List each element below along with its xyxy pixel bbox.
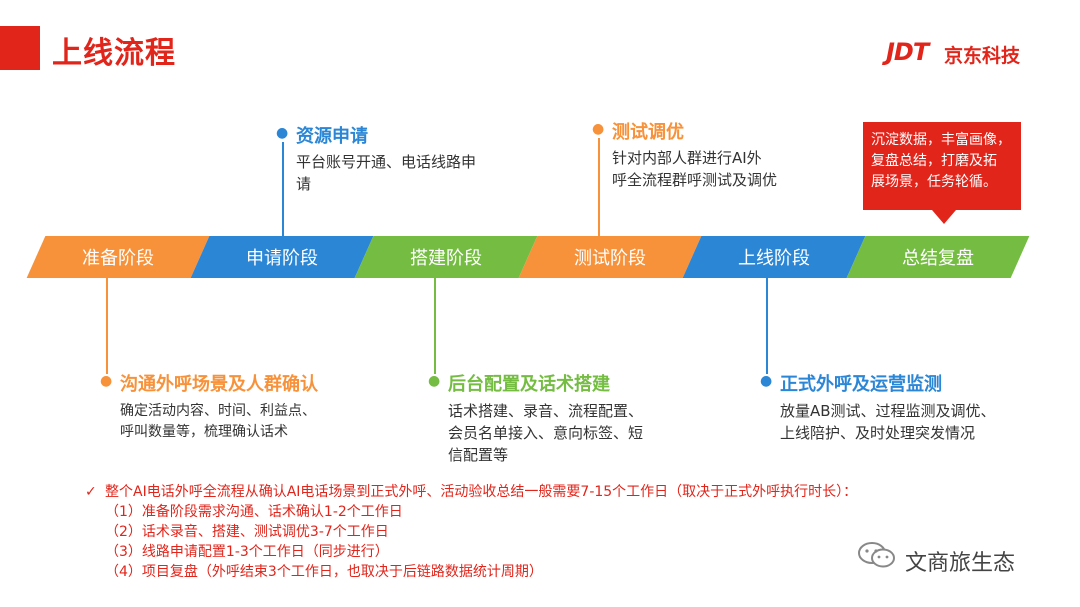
desc-line: 平台账号开通、电话线路申 (296, 153, 477, 171)
stage-label: 上线阶段 (738, 248, 810, 269)
stage-label: 申请阶段 (246, 248, 318, 269)
step-desc-build: 话术搭建、录音、流程配置、 会员名单接入、意向标签、短 信配置等 (448, 400, 643, 466)
desc-line: 呼叫数量等，梳理确认话术 (120, 424, 288, 440)
stage-review: 总结复盘 (846, 236, 1030, 278)
step-desc-apply: 平台账号开通、电话线路申 请 (296, 151, 476, 195)
watermark-text: 文商旅生态 (905, 551, 1016, 576)
stage-label: 搭建阶段 (410, 248, 482, 269)
timeline-notes: ✓ 整个AI电话外呼全流程从确认AI电话场景到正式外呼、活动验收总结一般需要7-1… (85, 482, 857, 582)
bullet-dot: ● (276, 125, 289, 141)
desc-line: 上线陪护、及时处理突发情况 (780, 424, 976, 442)
note-item: （3）线路申请配置1-3个工作日（同步进行） (105, 544, 389, 560)
jd-tech-logo-text: 京东科技 (944, 45, 1021, 67)
step-desc-test: 针对内部人群进行AI外 呼全流程群呼测试及调优 (612, 147, 777, 191)
step-title-test: 测试调优 (612, 122, 684, 143)
callout-pointer (932, 210, 956, 224)
desc-line: 请 (296, 175, 312, 193)
notes-summary-line: ✓ 整个AI电话外呼全流程从确认AI电话场景到正式外呼、活动验收总结一般需要7-1… (85, 482, 857, 502)
desc-line: 会员名单接入、意向标签、短 (448, 424, 644, 442)
stage-label: 测试阶段 (574, 248, 646, 269)
jdt-logo-mark: JDT (886, 38, 929, 66)
desc-line: 针对内部人群进行AI外 (612, 149, 762, 167)
bullet-dot: ● (428, 373, 441, 389)
note-item: （1）准备阶段需求沟通、话术确认1-2个工作日 (105, 504, 403, 520)
step-desc-launch: 放量AB测试、过程监测及调优、 上线陪护、及时处理突发情况 (780, 400, 996, 444)
stage-launch: 上线阶段 (682, 236, 866, 278)
desc-line: 呼全流程群呼测试及调优 (612, 171, 778, 189)
connector-line (434, 278, 436, 374)
connector-line (282, 142, 284, 236)
step-title-build: 后台配置及话术搭建 (448, 374, 610, 395)
stage-prepare: 准备阶段 (26, 236, 210, 278)
stage-build: 搭建阶段 (354, 236, 538, 278)
desc-line: 信配置等 (448, 446, 509, 464)
bullet-dot: ● (100, 373, 113, 389)
step-title-apply: 资源申请 (296, 126, 368, 147)
note-item: （4）项目复盘（外呼结束3个工作日，也取决于后链路数据统计周期） (105, 564, 543, 580)
connector-line (106, 278, 108, 374)
stage-label: 准备阶段 (82, 248, 154, 269)
step-desc-prepare: 确定活动内容、时间、利益点、 呼叫数量等，梳理确认话术 (120, 401, 316, 443)
callout-line: 复盘总结，打磨及拓 (871, 153, 997, 169)
bullet-dot: ● (592, 121, 605, 137)
desc-line: 话术搭建、录音、流程配置、 (448, 402, 644, 420)
review-callout: 沉淀数据，丰富画像， 复盘总结，打磨及拓 展场景，任务轮循。 (863, 122, 1021, 210)
step-title-launch: 正式外呼及运营监测 (780, 374, 942, 395)
desc-line: 确定活动内容、时间、利益点、 (120, 403, 316, 419)
connector-line (598, 138, 600, 236)
check-icon: ✓ (85, 484, 97, 500)
note-item: （2）话术录音、搭建、测试调优3-7个工作日 (105, 524, 389, 540)
callout-line: 展场景，任务轮循。 (871, 174, 997, 190)
step-title-prepare: 沟通外呼场景及人群确认 (120, 374, 318, 395)
bullet-dot: ● (760, 373, 773, 389)
page-title: 上线流程 (52, 36, 176, 71)
stage-apply: 申请阶段 (190, 236, 374, 278)
wechat-icon (858, 542, 895, 568)
notes-summary: 整个AI电话外呼全流程从确认AI电话场景到正式外呼、活动验收总结一般需要7-15… (105, 484, 858, 500)
stage-test: 测试阶段 (518, 236, 702, 278)
desc-line: 放量AB测试、过程监测及调优、 (780, 402, 996, 420)
stage-label: 总结复盘 (902, 248, 974, 269)
callout-line: 沉淀数据，丰富画像， (871, 132, 1011, 148)
connector-line (766, 278, 768, 374)
title-accent-bar (0, 26, 40, 70)
